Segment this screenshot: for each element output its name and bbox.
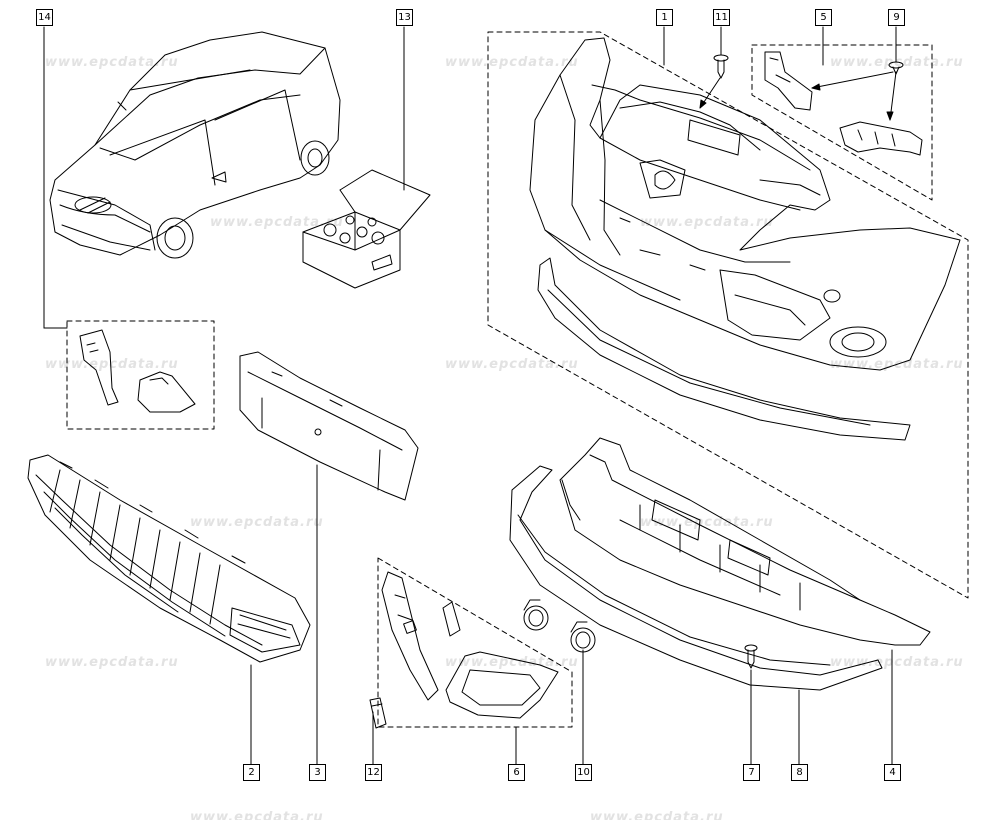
leader-lines bbox=[43, 26, 897, 765]
watermark: www.epcdata.ru bbox=[830, 655, 964, 670]
watermark: www.epcdata.ru bbox=[45, 655, 179, 670]
callout-13[interactable]: 13 bbox=[396, 9, 413, 26]
watermark: www.epcdata.ru bbox=[640, 515, 774, 530]
callout-2[interactable]: 2 bbox=[243, 764, 260, 781]
watermark: www.epcdata.ru bbox=[640, 215, 774, 230]
bumper-bracket-icon bbox=[764, 51, 923, 156]
watermark: www.epcdata.ru bbox=[190, 515, 324, 530]
group-outline-foglamp-trim bbox=[377, 557, 573, 728]
watermark: www.epcdata.ru bbox=[590, 810, 724, 820]
bumper-lip-icon bbox=[537, 257, 911, 441]
watermark: www.epcdata.ru bbox=[190, 810, 324, 820]
lower-grille-icon bbox=[27, 454, 311, 663]
bumper-spacer-icon bbox=[239, 351, 419, 501]
callout-11[interactable]: 11 bbox=[713, 9, 730, 26]
callout-7[interactable]: 7 bbox=[743, 764, 760, 781]
tow-hook-cover-icon bbox=[79, 329, 196, 413]
callout-3[interactable]: 3 bbox=[309, 764, 326, 781]
callout-14[interactable]: 14 bbox=[36, 9, 53, 26]
watermark: www.epcdata.ru bbox=[445, 357, 579, 372]
screw-icon bbox=[713, 54, 729, 79]
watermark: www.epcdata.ru bbox=[45, 357, 179, 372]
callout-8[interactable]: 8 bbox=[791, 764, 808, 781]
fog-lamp-surround-icon bbox=[381, 571, 559, 719]
clip-icon bbox=[369, 697, 387, 729]
fastener-kit-box-icon bbox=[302, 169, 431, 289]
screw-icon bbox=[744, 644, 758, 669]
callout-12[interactable]: 12 bbox=[365, 764, 382, 781]
callout-9[interactable]: 9 bbox=[888, 9, 905, 26]
callout-10[interactable]: 10 bbox=[575, 764, 592, 781]
group-outline-covers bbox=[66, 320, 215, 430]
callout-1[interactable]: 1 bbox=[656, 9, 673, 26]
watermark: www.epcdata.ru bbox=[210, 215, 344, 230]
watermark: www.epcdata.ru bbox=[445, 55, 579, 70]
group-outline-bumper bbox=[487, 31, 969, 599]
group-outlines bbox=[66, 31, 969, 728]
callout-5[interactable]: 5 bbox=[815, 9, 832, 26]
callout-6[interactable]: 6 bbox=[508, 764, 525, 781]
front-bumper-icon bbox=[529, 37, 961, 371]
engine-undertray-icon bbox=[559, 437, 931, 646]
watermark: www.epcdata.ru bbox=[45, 55, 179, 70]
screw-icon bbox=[888, 61, 904, 75]
lower-spoiler-strip-icon bbox=[509, 465, 883, 691]
fog-lamp-icon bbox=[570, 621, 596, 653]
fog-lamp-icon bbox=[523, 599, 549, 631]
fastener-arrows bbox=[699, 71, 897, 121]
callout-4[interactable]: 4 bbox=[884, 764, 901, 781]
car-icon bbox=[49, 31, 341, 259]
group-outline-brackets bbox=[751, 44, 933, 201]
